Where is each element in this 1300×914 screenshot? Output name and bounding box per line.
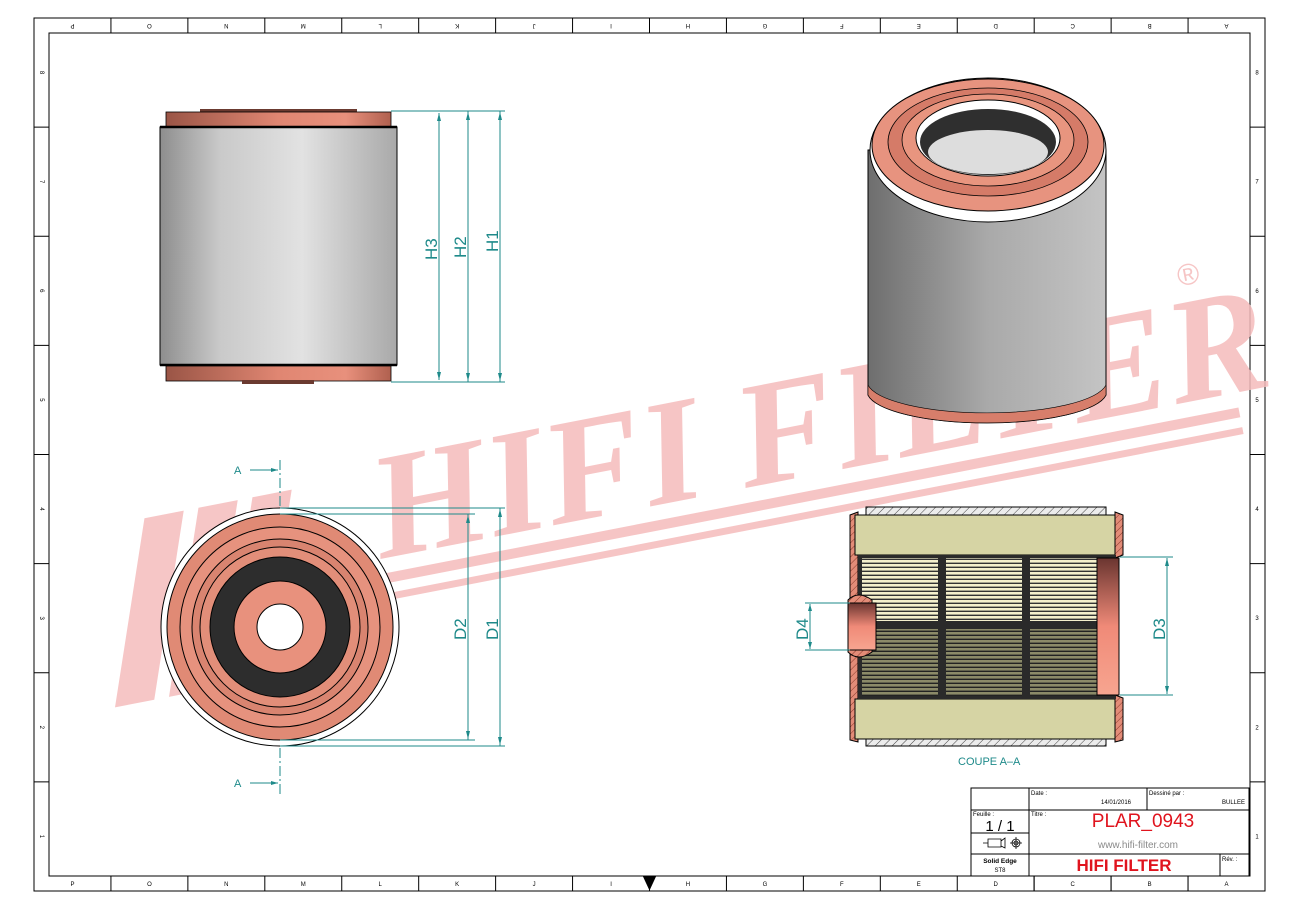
company-name: HIFI FILTER xyxy=(1076,856,1171,875)
border-column-label-bottom: G xyxy=(763,882,768,888)
border-column-label-bottom: P xyxy=(70,882,74,888)
border-column-label-top: B xyxy=(1148,22,1152,28)
border-column-label-top: G xyxy=(762,22,767,28)
title-label: Titre : xyxy=(1031,812,1046,818)
centering-mark-icon xyxy=(642,875,657,891)
border-column-label-bottom: H xyxy=(686,882,690,888)
border-column-label-top: A xyxy=(1225,22,1229,28)
border-column-label-bottom: C xyxy=(1070,882,1075,888)
dim-h3-label: H3 xyxy=(422,238,441,260)
border-column-label-top: H xyxy=(686,22,690,28)
watermark-text: HIFI FILTER xyxy=(354,255,1281,592)
date-label: Date : xyxy=(1031,791,1047,797)
border-column-label-top: E xyxy=(917,22,921,28)
border-column-label-bottom: D xyxy=(994,882,999,888)
revision-label: Rév. : xyxy=(1222,857,1238,863)
border-row-label-right: 1 xyxy=(1255,834,1259,840)
section-view: D4 D3 COUPE A–A xyxy=(793,506,1173,768)
border-row-label-left: 3 xyxy=(38,617,44,621)
software-version: ST8 xyxy=(994,868,1006,874)
border-column-label-top: F xyxy=(840,22,844,28)
border-column-label-bottom: O xyxy=(147,882,152,888)
border-row-label-left: 1 xyxy=(38,835,44,839)
border-column-label-bottom: J xyxy=(533,882,536,888)
border-row-label-right: 8 xyxy=(1255,71,1259,77)
border-column-label-bottom: I xyxy=(610,882,612,888)
dim-d3-label: D3 xyxy=(1150,618,1169,640)
border-row-label-left: 2 xyxy=(38,726,44,730)
border-column-label-top: L xyxy=(378,22,382,28)
drawn-by-value: BULLEE xyxy=(1222,800,1245,806)
border-row-label-right: 6 xyxy=(1255,289,1259,295)
border-column-label-bottom: F xyxy=(840,882,844,888)
border-row-label-right: 2 xyxy=(1255,725,1259,731)
border-column-label-top: I xyxy=(610,22,612,28)
height-dimensions: H3 H2 H1 xyxy=(391,110,505,383)
dim-d2-label: D2 xyxy=(451,618,470,640)
border-column-label-top: C xyxy=(1070,22,1075,28)
dim-h1-label: H1 xyxy=(483,230,502,252)
border-column-label-top: J xyxy=(533,22,536,28)
front-view xyxy=(159,109,398,384)
section-marker-bottom: A xyxy=(234,778,242,790)
border-column-ticks: P P O O N N M M L L K K J J I I H H G G F F E E D D C C B B A A xyxy=(70,18,1229,891)
title-block: Date : 14/01/2016 Dessiné par : BULLEE F… xyxy=(970,787,1250,891)
border-row-label-right: 5 xyxy=(1255,398,1259,404)
border-column-label-top: D xyxy=(993,22,998,28)
border-row-label-right: 7 xyxy=(1255,180,1259,186)
dim-d4-label: D4 xyxy=(793,618,812,640)
border-column-label-bottom: N xyxy=(224,882,228,888)
sheet-value: 1 / 1 xyxy=(985,818,1014,835)
date-value: 14/01/2016 xyxy=(1101,800,1132,806)
border-row-label-right: 4 xyxy=(1255,507,1259,513)
projection-symbol-icon xyxy=(983,837,1022,849)
border-column-label-top: O xyxy=(147,22,152,28)
drawn-by-label: Dessiné par : xyxy=(1149,791,1185,797)
sheet-label: Feuille : xyxy=(973,812,994,818)
border-row-label-left: 8 xyxy=(38,71,44,75)
software-label: Solid Edge xyxy=(983,858,1017,865)
section-caption: COUPE A–A xyxy=(958,756,1021,768)
title-value: PLAR_0943 xyxy=(1092,811,1194,832)
border-column-label-top: P xyxy=(70,22,74,28)
border-row-label-left: 5 xyxy=(38,398,44,402)
diameter-dimensions: D2 D1 xyxy=(280,507,505,747)
border-row-ticks: 8 8 7 7 6 6 5 5 4 4 3 3 2 2 1 1 xyxy=(34,71,1265,840)
border-column-label-top: N xyxy=(224,22,228,28)
website: www.hifi-filter.com xyxy=(1097,840,1178,851)
border-row-label-left: 7 xyxy=(38,180,44,184)
border-column-label-bottom: K xyxy=(455,882,459,888)
dim-h2-label: H2 xyxy=(451,236,470,258)
border-row-label-right: 3 xyxy=(1255,616,1259,622)
border-column-label-top: M xyxy=(301,22,306,28)
border-column-label-bottom: L xyxy=(379,882,383,888)
border-row-label-left: 6 xyxy=(38,289,44,293)
section-marker-top: A xyxy=(234,465,242,477)
border-column-label-bottom: M xyxy=(301,882,306,888)
border-column-label-bottom: A xyxy=(1225,882,1229,888)
dim-d1-label: D1 xyxy=(483,618,502,640)
border-row-label-left: 4 xyxy=(38,507,44,511)
isometric-view xyxy=(867,77,1107,424)
border-column-label-bottom: B xyxy=(1148,882,1152,888)
border-column-label-top: K xyxy=(455,22,459,28)
border-column-label-bottom: E xyxy=(917,882,921,888)
bottom-view: A A xyxy=(160,460,400,795)
